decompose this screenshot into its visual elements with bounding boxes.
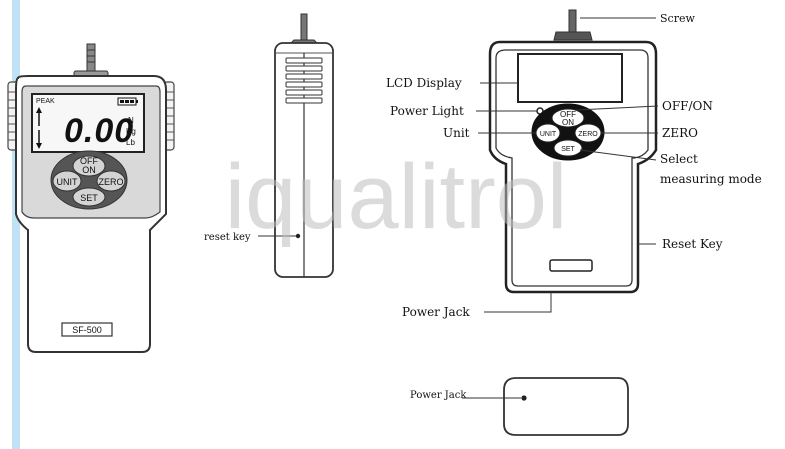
label-screw: Screw xyxy=(660,12,695,25)
label-unit: Unit xyxy=(443,126,470,140)
schematic-on-button[interactable]: ON xyxy=(562,118,574,127)
reset-key[interactable] xyxy=(295,233,301,239)
label-off-on: OFF/ON xyxy=(662,99,713,113)
schematic-unit-button[interactable]: UNIT xyxy=(540,131,557,138)
schematic-zero-button[interactable]: ZERO xyxy=(578,131,598,138)
label-select: Select xyxy=(660,152,698,166)
zero-button[interactable]: ZERO xyxy=(98,177,123,187)
bottom-power-jack-label: Power Jack xyxy=(410,390,467,401)
unit-button[interactable]: UNIT xyxy=(57,177,78,187)
lcd-screen xyxy=(31,93,145,153)
gauge-side-view: reset key xyxy=(204,13,334,278)
set-button[interactable]: SET xyxy=(80,193,98,203)
gauge-front-view: PEAK 0.00 N Kg Lb OFF ON UNI xyxy=(7,43,175,353)
unit-label-kg: Kg xyxy=(126,127,136,136)
model-label: SF-500 xyxy=(72,325,102,335)
screw-icon xyxy=(300,13,308,41)
schematic-button-cluster xyxy=(531,103,605,161)
screw-icon xyxy=(86,43,96,73)
model-badge xyxy=(61,322,113,337)
reset-key[interactable] xyxy=(549,259,593,272)
battery-icon xyxy=(117,97,138,106)
off-on-button-on[interactable]: ON xyxy=(82,165,96,175)
gauge-bottom-view: Power Jack xyxy=(410,377,629,436)
button-cluster xyxy=(50,150,128,210)
unit-label-lb: Lb xyxy=(126,138,135,147)
lcd-display xyxy=(517,53,623,103)
screw-icon xyxy=(568,9,577,33)
label-power-jack: Power Jack xyxy=(402,305,470,319)
label-power-light: Power Light xyxy=(390,104,464,118)
unit-label-n: N xyxy=(128,116,134,125)
reset-key-label: reset key xyxy=(204,232,251,243)
side-grip xyxy=(285,57,323,104)
schematic-body xyxy=(488,40,658,294)
peak-label: PEAK xyxy=(36,98,55,105)
label-measuring-mode: measuring mode xyxy=(660,172,762,186)
off-on-button-off[interactable]: OFF xyxy=(80,156,98,166)
label-lcd-display: LCD Display xyxy=(386,76,462,90)
label-zero: ZERO xyxy=(662,126,698,140)
label-reset-key: Reset Key xyxy=(662,237,723,251)
watermark-text: iqualitrol xyxy=(225,146,568,248)
schematic-off-button[interactable]: OFF xyxy=(560,110,576,119)
reading-value: 0.00 xyxy=(64,112,134,150)
accent-bar xyxy=(12,0,20,449)
power-jack[interactable] xyxy=(521,395,527,401)
gauge-schematic: OFF ON UNIT ZERO SET Screw LCD Display P… xyxy=(386,9,762,319)
schematic-set-button[interactable]: SET xyxy=(561,146,575,153)
direction-arrows-icon xyxy=(36,107,42,149)
bottom-body xyxy=(503,377,629,436)
